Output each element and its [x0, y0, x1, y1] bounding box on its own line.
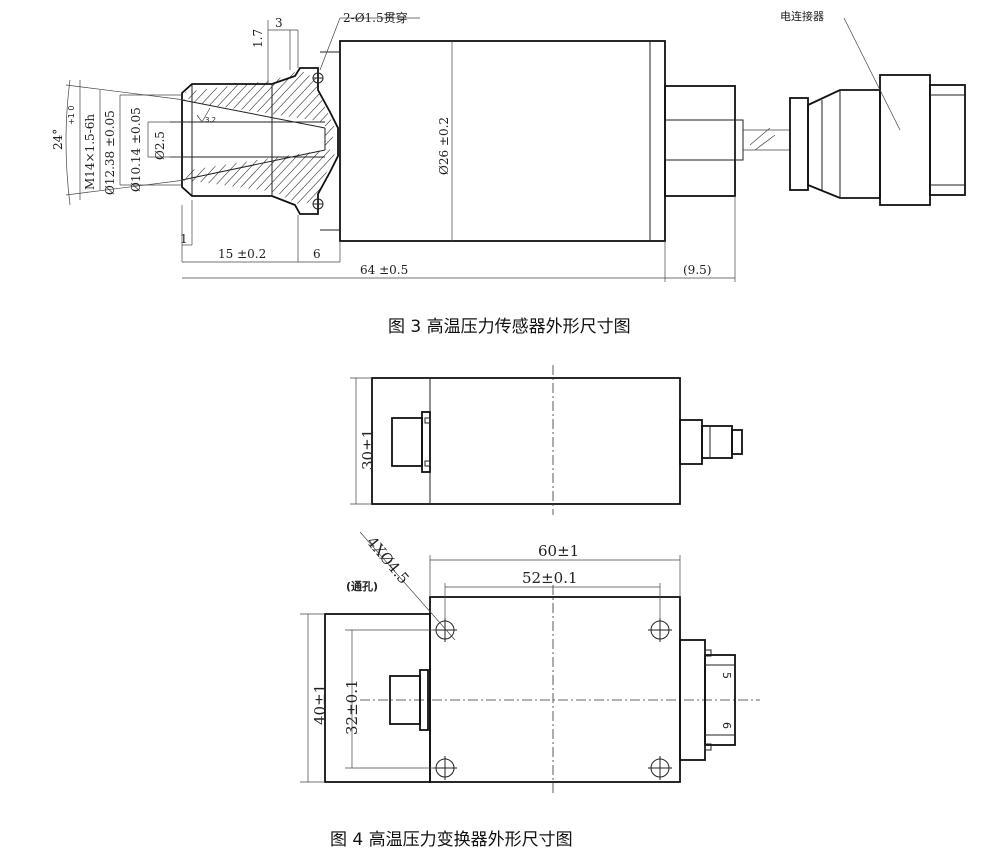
- hatch-line: [185, 70, 253, 205]
- figure4-side-view: 30±1: [350, 365, 743, 515]
- dim-52-label: 52±0.1: [522, 569, 578, 587]
- figure3-caption: 图 3 高温压力传感器外形尺寸图: [388, 317, 631, 337]
- dimension-lines: [65, 17, 901, 282]
- dim-32-label: 32±0.1: [343, 679, 361, 735]
- cone-bore: [181, 99, 326, 181]
- hatch-line: [290, 70, 335, 205]
- roughness-label: 3.2: [205, 116, 216, 124]
- dim-1-7-label: 1.7: [251, 29, 265, 48]
- dia-26-label: Ø26 ±0.2: [437, 117, 451, 175]
- dim-15-label: 15 ±0.2: [218, 247, 266, 261]
- top-right-connector: [679, 639, 736, 761]
- figure4-dimension-lines: [300, 531, 681, 783]
- pin-5-label: 5: [720, 672, 733, 679]
- thread-label: M14×1.5-6h: [83, 114, 97, 190]
- connector-label: 电连接器: [780, 10, 824, 23]
- hatch-line: [345, 60, 495, 220]
- hatch-line: [336, 60, 486, 220]
- hatch-line: [185, 70, 199, 205]
- dim-40-label: 40±1: [311, 684, 329, 725]
- figure4-top-view: 5 6 60±1 52±0.1 40±1 32±0.1 4XØ4.5 (通孔) …: [300, 531, 760, 850]
- cable: [743, 127, 790, 151]
- top-left-connector: [389, 669, 429, 731]
- dim-3-label: 3: [275, 16, 283, 30]
- hatch-line: [354, 60, 504, 220]
- hatch-line: [326, 70, 335, 205]
- hatch-line: [254, 70, 335, 205]
- dim-60-label: 60±1: [538, 542, 579, 560]
- figure3-sensor-drawing: 2-Ø1.5贯穿 电连接器 3 1.7 1 15 ±0.2 6 64 ±0.5 …: [51, 10, 966, 337]
- dim-9-5-label: (9.5): [683, 263, 711, 277]
- hatch-line: [299, 70, 335, 205]
- dia-2-5-label: Ø2.5: [153, 131, 167, 160]
- converter-base-plate: [324, 613, 431, 783]
- dia-10-14-label: Ø10.14 ±0.05: [129, 107, 143, 192]
- figure4-caption: 图 4 高温压力变换器外形尺寸图: [330, 830, 573, 850]
- hole-spec-label: 2-Ø1.5贯穿: [343, 10, 408, 25]
- dim-6-label: 6: [313, 247, 321, 261]
- converter-top-body: [429, 596, 681, 783]
- dim-30-label: 30±1: [359, 429, 377, 470]
- mounting-holes: [433, 618, 672, 780]
- hatch-line: [272, 70, 335, 205]
- side-left-connector: [391, 411, 431, 473]
- converter-side-body: [371, 377, 681, 505]
- angle-label: 24°: [51, 129, 65, 150]
- dia-12-38-label: Ø12.38 ±0.05: [103, 110, 117, 195]
- side-right-connector: [679, 419, 743, 465]
- sensor-body: [339, 40, 666, 242]
- dim-1-label: 1: [180, 232, 188, 246]
- angle-tolerance-label: +1 0: [67, 106, 76, 125]
- hatch-line: [263, 70, 335, 205]
- rear-fitting: [664, 85, 736, 197]
- pin-6-label: 6: [720, 722, 733, 729]
- dim-64-label: 64 ±0.5: [360, 263, 408, 277]
- hatch-line: [281, 70, 335, 205]
- through-hole-label: (通孔): [346, 580, 378, 593]
- electrical-connector: [789, 74, 966, 206]
